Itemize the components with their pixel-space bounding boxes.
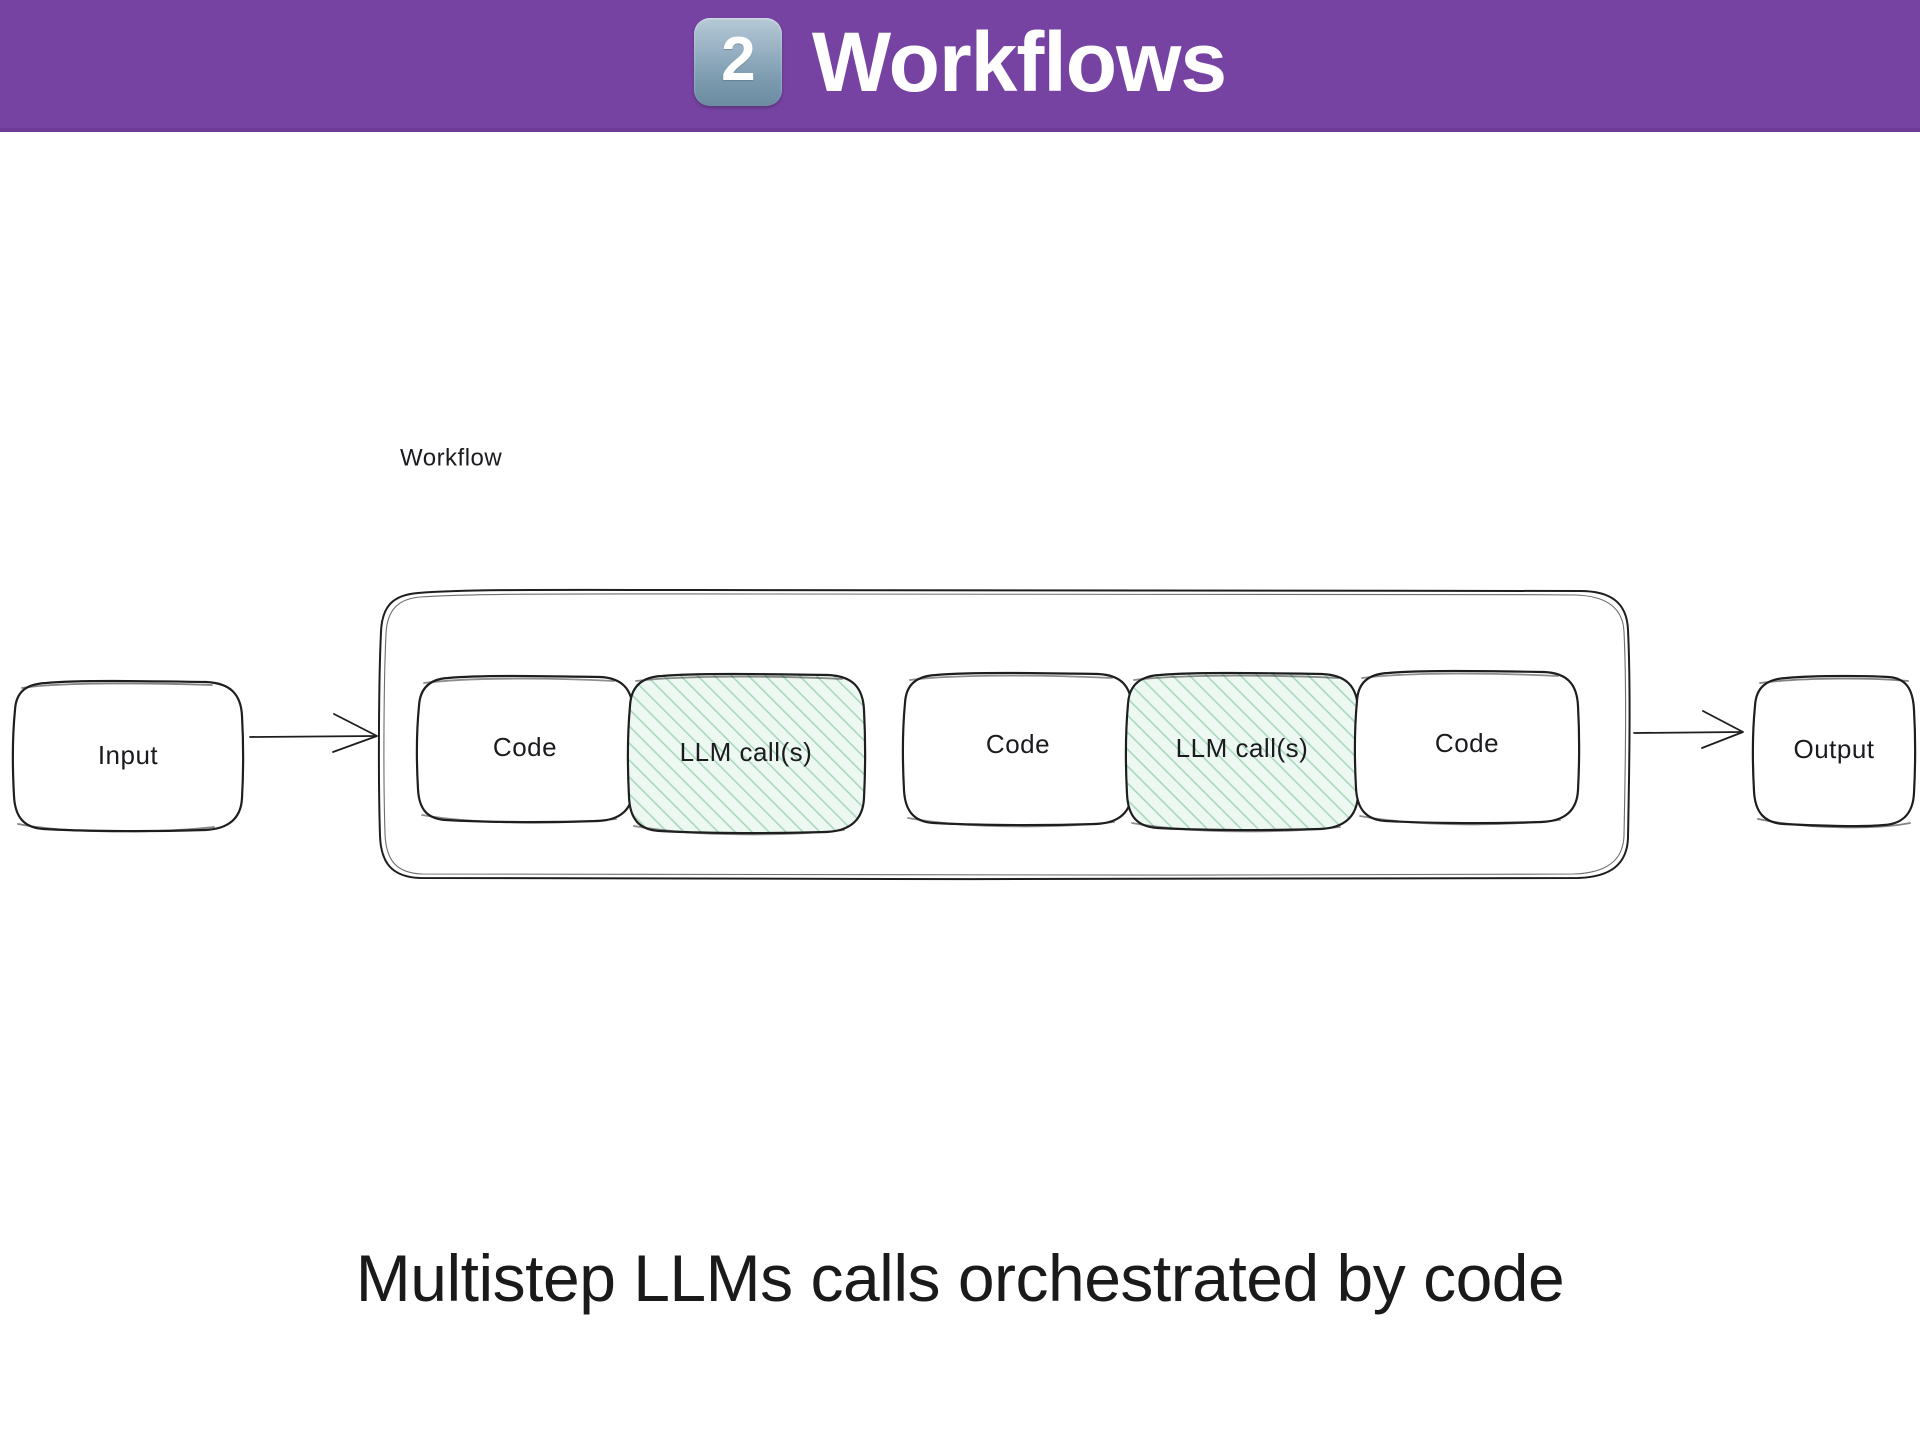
workflow-diagram: Workflow Input Code LLM call(s xyxy=(0,132,1920,1192)
workflow-container-label: Workflow xyxy=(400,444,502,471)
node-input: Input xyxy=(11,679,245,833)
node-step-4-label: Code xyxy=(1435,728,1499,758)
slide-caption: Multistep LLMs calls orchestrated by cod… xyxy=(355,1241,1565,1315)
workflow-to-output-arrow xyxy=(1633,710,1744,749)
workflow-container xyxy=(377,588,1631,881)
page-title: Workflows xyxy=(811,15,1227,109)
node-step-1: LLM call(s) xyxy=(626,672,867,836)
node-step-2-label: Code xyxy=(986,729,1050,759)
node-step-4: Code xyxy=(1353,669,1581,826)
node-step-1-label: LLM call(s) xyxy=(680,737,813,767)
header-band: 2 Workflows xyxy=(0,0,1920,132)
node-step-3: LLM call(s) xyxy=(1124,671,1361,833)
node-step-2: Code xyxy=(901,671,1135,828)
node-step-0: Code xyxy=(415,674,636,824)
node-input-label: Input xyxy=(98,740,159,770)
diagram-canvas: Workflow Input Code LLM call(s xyxy=(11,444,1917,881)
keycap-two-number: 2 xyxy=(721,25,755,94)
node-output-label: Output xyxy=(1793,734,1874,764)
header-inner: 2 Workflows xyxy=(693,15,1227,109)
input-to-workflow-arrow xyxy=(249,713,378,753)
node-step-0-label: Code xyxy=(493,732,557,762)
node-step-3-label: LLM call(s) xyxy=(1176,733,1309,763)
keycap-two-icon: 2 xyxy=(693,18,782,106)
node-output: Output xyxy=(1751,674,1917,829)
